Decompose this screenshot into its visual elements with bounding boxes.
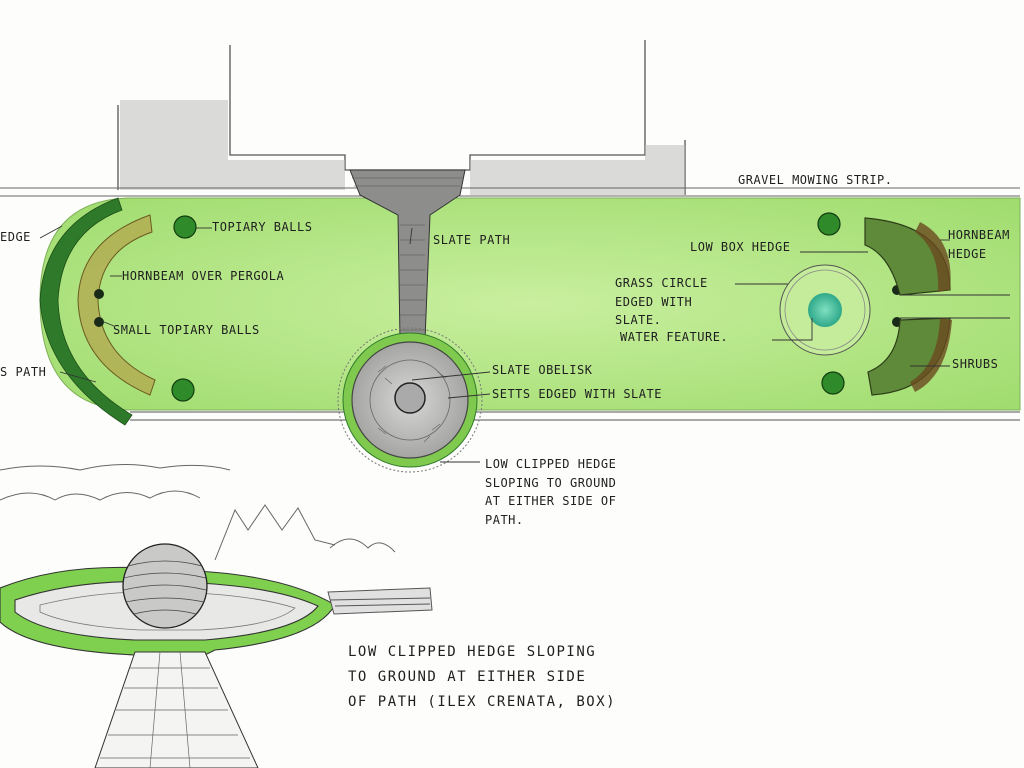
label-gravel-mowing-strip: GRAVEL MOWING STRIP. — [738, 173, 893, 187]
building-shading — [120, 100, 685, 195]
label-slate-obelisk: SLATE OBELISK — [492, 363, 593, 377]
water-feature — [808, 293, 842, 327]
label-hedge-left: EDGE — [0, 230, 31, 244]
label-low-box-hedge: LOW BOX HEDGE — [690, 240, 791, 254]
label-hornbeam-over-pergola: HORNBEAM OVER PERGOLA — [122, 269, 285, 283]
label-small-topiary-balls: SMALL TOPIARY BALLS — [113, 323, 260, 337]
label-grass-circle: GRASS CIRCLE EDGED WITH SLATE. — [615, 276, 708, 328]
left-hornbeam-hedge — [39, 197, 133, 426]
garden-boundary — [0, 187, 1020, 197]
label-hornbeam-hedge: HORNBEAM HEDGE — [948, 228, 1010, 261]
perspective-wall — [327, 587, 433, 615]
leader-lines — [39, 225, 1010, 463]
topiary-balls — [171, 212, 845, 402]
perspective-sketch — [0, 463, 433, 768]
slate-obelisk — [394, 382, 426, 414]
label-setts-edged-with-slate: SETTS EDGED WITH SLATE — [492, 387, 662, 401]
label-shrubs: SHRUBS — [952, 357, 999, 371]
lawn — [39, 197, 1021, 411]
background-hills — [0, 463, 396, 561]
gravel-mowing-strip-edge — [130, 411, 1020, 421]
label-perspective-hedge: LOW CLIPPED HEDGE SLOPING TO GROUND AT E… — [348, 644, 617, 711]
right-hornbeam-dark-edge — [910, 222, 952, 392]
perspective-path — [94, 651, 259, 768]
perspective-sphere — [122, 543, 208, 629]
label-water-feature: WATER FEATURE. — [620, 330, 729, 344]
hornbeam-pergola — [77, 214, 156, 396]
label-low-clipped-hedge: LOW CLIPPED HEDGE SLOPING TO GROUND AT E… — [485, 457, 617, 527]
label-path-left: S PATH — [0, 365, 47, 379]
label-topiary-balls: TOPIARY BALLS — [212, 220, 313, 234]
label-slate-path: SLATE PATH — [433, 233, 511, 247]
